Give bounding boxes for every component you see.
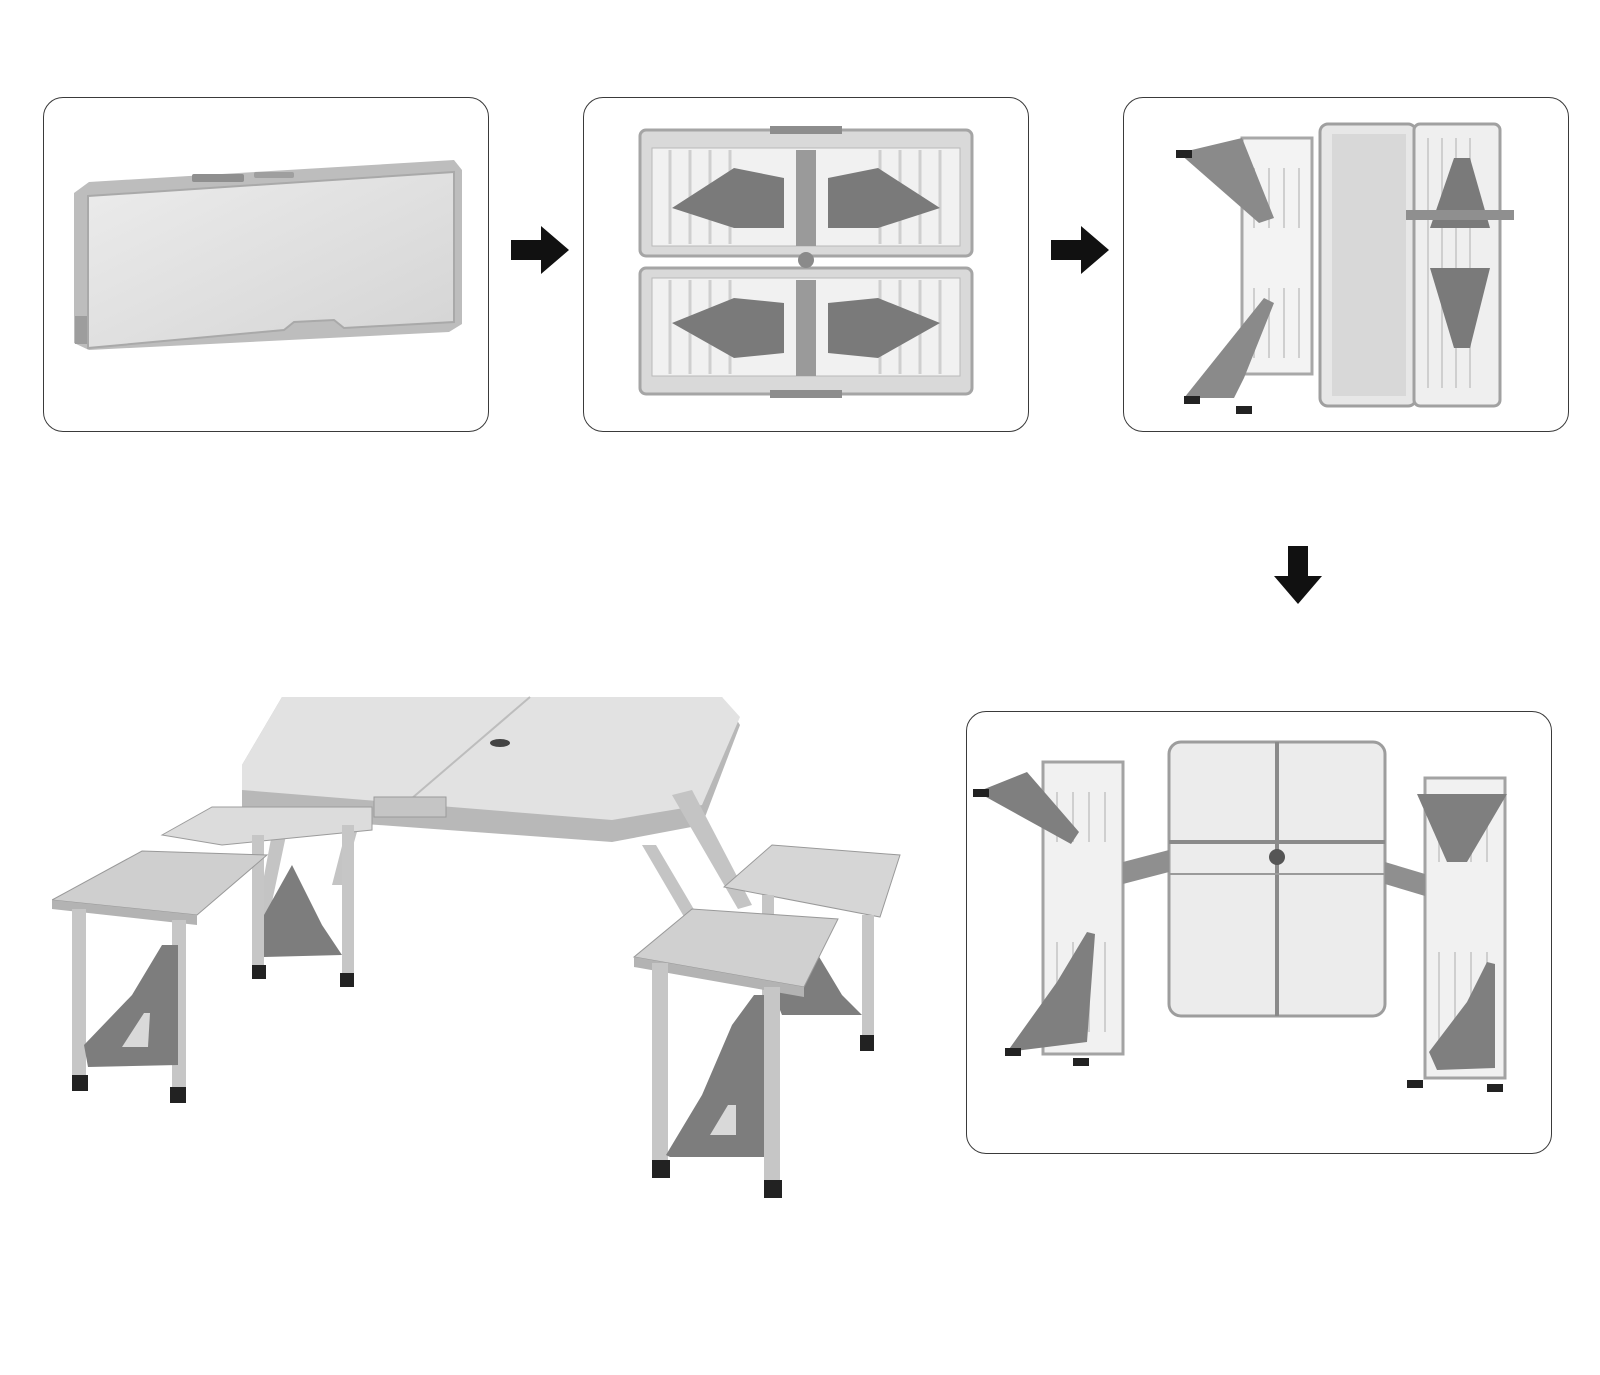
step-2-opened-case-panel <box>583 97 1029 432</box>
folded-case-illustration <box>74 160 462 350</box>
side-frame-left <box>973 760 1169 1066</box>
lower-case-half <box>638 266 974 396</box>
arrow-right-icon <box>511 226 569 274</box>
assembled-picnic-table-illustration <box>52 696 901 1198</box>
seat-frame-right <box>1406 122 1514 408</box>
unfolded-table-topview-illustration <box>973 740 1507 1092</box>
umbrella-hole-icon <box>490 739 510 747</box>
arrow-down-icon <box>1274 546 1322 604</box>
seat-back-left <box>160 806 373 987</box>
handle-icon <box>192 174 244 182</box>
tabletop-center <box>1167 740 1387 1018</box>
table-top-half <box>1318 122 1418 408</box>
table-top <box>242 696 740 842</box>
unfolding-table-illustration <box>1176 122 1514 414</box>
center-hinge-icon <box>1269 849 1285 865</box>
step-3-unfolding-panel <box>1123 97 1569 432</box>
seat-front-left <box>52 850 269 1103</box>
side-frame-right <box>1385 776 1507 1092</box>
seat-frame-left <box>1176 136 1314 414</box>
step-5-fully-unfolded-panel <box>966 711 1552 1154</box>
seat-front-right <box>632 908 839 1198</box>
arrow-right-icon <box>1051 226 1109 274</box>
latch-icon <box>373 796 447 818</box>
upper-case-half <box>638 128 974 258</box>
step-1-folded-case-panel <box>43 97 489 432</box>
opened-case-illustration <box>638 126 974 398</box>
